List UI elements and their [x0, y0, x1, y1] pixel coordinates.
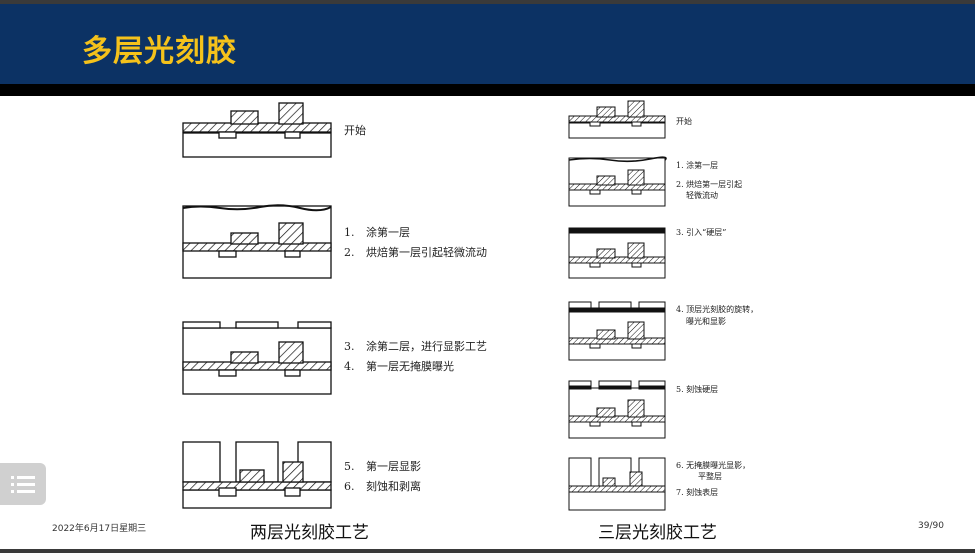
two-layer-step-develop	[182, 441, 332, 509]
three-layer-step-hard-layer	[568, 227, 666, 279]
two-layer-step-second-coat	[182, 321, 332, 395]
two-layer-step1-num: 1.	[344, 226, 355, 239]
three-layer-step6-text: 6. 无掩膜曝光显影，	[676, 460, 750, 470]
footer-date: 2022年6月17日星期三	[52, 524, 147, 534]
three-layer-step4-text: 4. 顶层光刻胶的旋转，	[676, 304, 758, 314]
two-layer-step4-text: 第一层无掩膜曝光	[366, 359, 454, 373]
three-layer-step-start	[568, 100, 666, 139]
two-layer-step4-num: 4.	[344, 360, 355, 373]
title-banner: 多层光刻胶	[0, 4, 975, 84]
three-layer-step5-text: 5. 刻蚀硬层	[676, 384, 718, 394]
menu-lines-icon	[11, 476, 35, 493]
three-layer-step7-text: 7. 刻蚀表层	[676, 487, 718, 497]
two-layer-step-start	[182, 102, 332, 158]
three-layer-step-coat	[568, 156, 667, 207]
two-layer-step6-text: 刻蚀和剥离	[366, 479, 421, 493]
three-layer-step-top-resist	[568, 301, 666, 361]
slide-title: 多层光刻胶	[82, 34, 237, 69]
three-layer-caption: 三层光刻胶工艺	[598, 523, 717, 543]
three-layer-step4-text-cont: 曝光和显影	[686, 316, 726, 326]
top-border	[0, 0, 975, 4]
page-number: 39/90	[918, 521, 944, 531]
two-layer-step2-num: 2.	[344, 246, 355, 259]
two-layer-step5-num: 5.	[344, 460, 355, 473]
two-layer-step5-text: 第一层显影	[366, 459, 421, 473]
three-layer-label-start: 开始	[676, 116, 692, 126]
bottom-border	[0, 549, 975, 553]
three-layer-step1-text: 1. 涂第一层	[676, 160, 718, 170]
three-layer-step2-text: 2. 烘焙第一层引起	[676, 179, 742, 189]
title-underline-bar	[0, 84, 975, 96]
two-layer-caption: 两层光刻胶工艺	[250, 523, 369, 543]
two-layer-step2-text: 烘焙第一层引起轻微流动	[366, 245, 487, 259]
two-layer-step6-num: 6.	[344, 480, 355, 493]
multilayer-photoresist-diagram: 开始 1. 涂第一层 2. 烘焙第一层引起轻微流动 3. 涂第二层，进行显影工艺…	[182, 100, 758, 511]
three-layer-step-etch-hard	[568, 380, 666, 439]
three-layer-step2-text-cont: 轻微流动	[686, 190, 718, 200]
two-layer-step-coat	[182, 204, 332, 279]
two-layer-step3-num: 3.	[344, 340, 355, 353]
two-layer-label-start: 开始	[344, 123, 366, 137]
two-layer-step1-text: 涂第一层	[366, 225, 410, 239]
slide-menu-button[interactable]	[0, 463, 46, 505]
three-layer-step3-text: 3. 引入“硬层”	[676, 228, 726, 237]
two-layer-step3-text: 涂第二层，进行显影工艺	[366, 339, 487, 353]
three-layer-step6-text-cont: 平整层	[698, 471, 722, 481]
three-layer-step-develop	[568, 457, 666, 511]
